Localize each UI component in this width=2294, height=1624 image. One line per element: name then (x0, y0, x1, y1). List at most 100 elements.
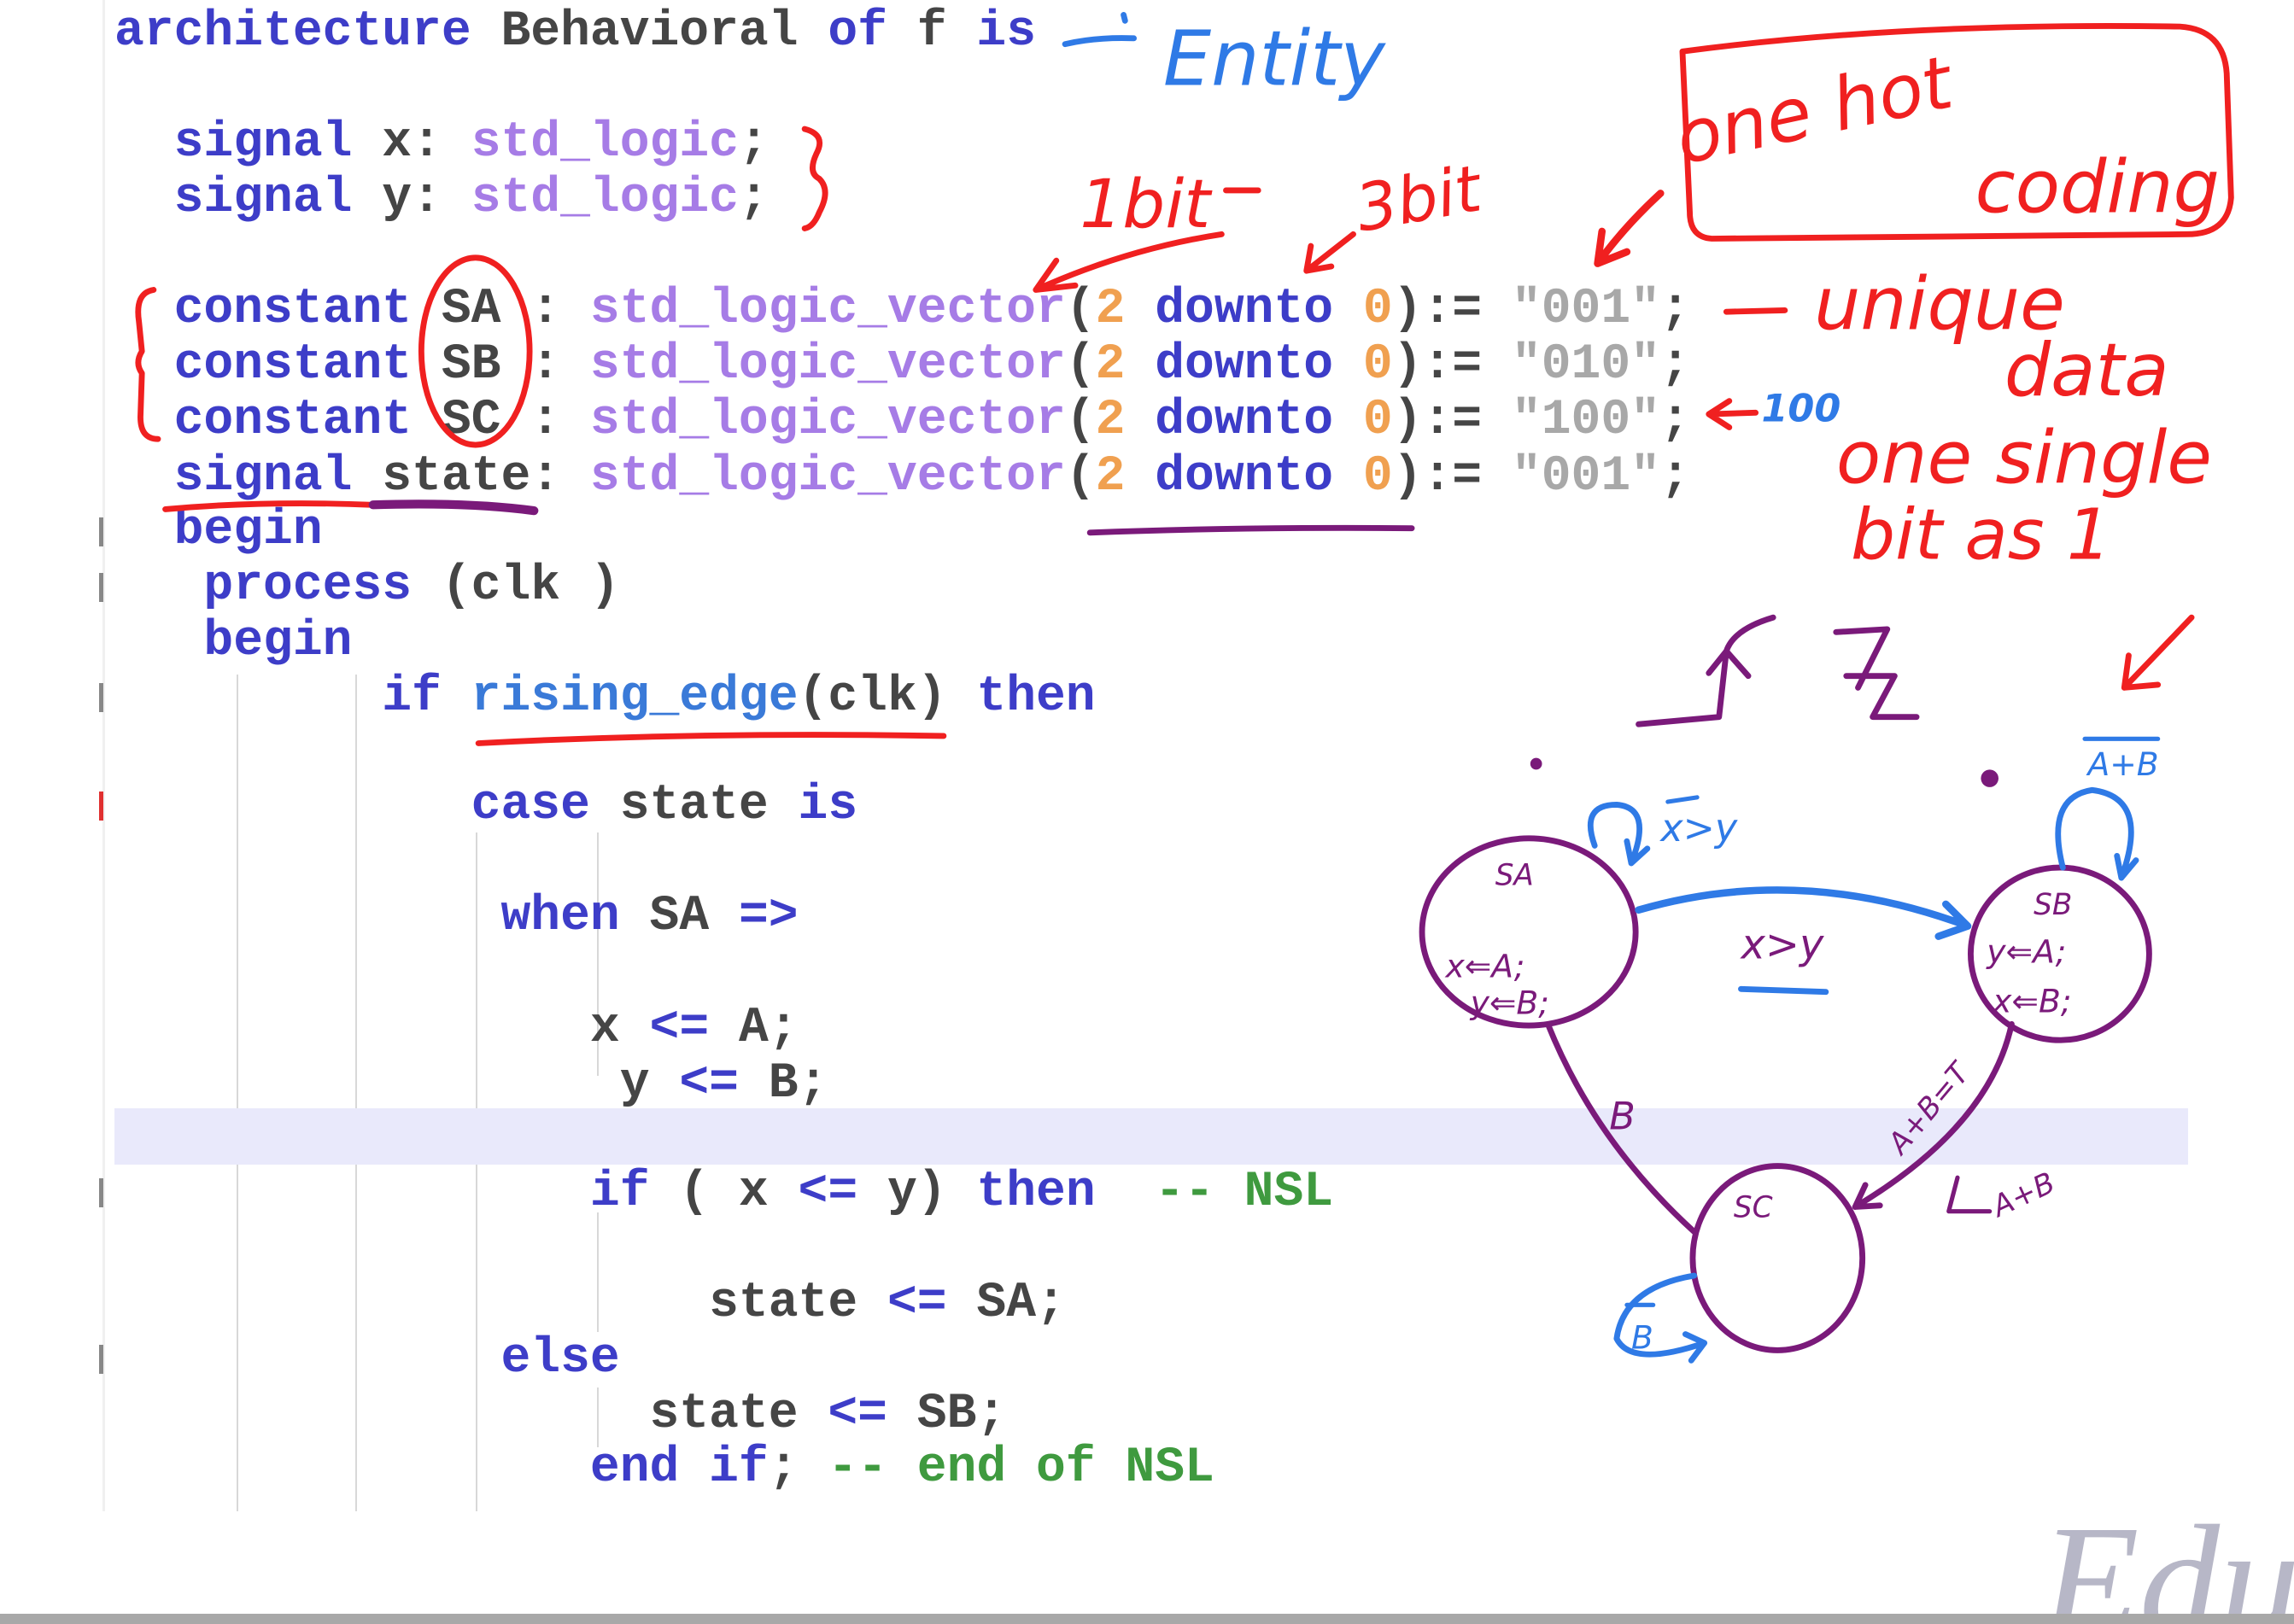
code-token-kw: if (114, 1165, 650, 1220)
code-line[interactable]: begin (114, 503, 323, 559)
unique-note: unique (1814, 262, 2065, 348)
code-token-type: std_logic_vector (589, 449, 1066, 505)
code-token-id: ( (1065, 337, 1096, 393)
code-line[interactable]: when SA => (114, 889, 798, 945)
code-token-id: ( (1065, 282, 1096, 337)
fold-marker[interactable] (99, 517, 103, 546)
code-token-id: ):= (1392, 449, 1512, 505)
code-token-num: 2 (1095, 337, 1126, 393)
code-line[interactable]: if ( x <= y) then -- NSL (114, 1165, 1333, 1221)
code-token-kw: <= (887, 1276, 947, 1331)
sc-self-label: B (1631, 1319, 1653, 1357)
code-token-kw: downto (1125, 337, 1363, 393)
bit-as-one-note: bit as 1 (1851, 495, 2111, 576)
code-token-id: state (114, 1276, 887, 1331)
code-line[interactable]: architecture Behavioral of f is (114, 4, 1036, 61)
arrow-icon (1706, 398, 1759, 430)
code-token-kw: then (976, 669, 1096, 725)
code-line[interactable]: constant SA : std_logic_vector(2 downto … (114, 282, 1690, 338)
code-token-id: SB : (412, 337, 590, 393)
code-token-id: (clk ) (412, 558, 620, 614)
code-token-id: ):= (1392, 282, 1512, 337)
state-sa-action: x⇐A; (1444, 948, 1524, 985)
code-token-id: ( (1065, 393, 1096, 448)
code-token-id: B; (738, 1056, 828, 1112)
code-token-cm: -- NSL (1095, 1165, 1334, 1220)
state-sb-action: y⇐A; (1986, 932, 2066, 970)
code-line[interactable]: constant SC : std_logic_vector(2 downto … (114, 393, 1690, 449)
code-token-num: 0 (1362, 282, 1393, 337)
code-token-kw: begin (114, 503, 323, 558)
code-token-kw: begin (114, 614, 353, 669)
code-token-id: A; (709, 1001, 799, 1056)
breakpoint-marker[interactable] (99, 792, 103, 821)
code-line[interactable]: if rising_edge(clk) then (114, 669, 1096, 726)
code-line[interactable]: signal y: std_logic; (114, 171, 769, 227)
code-token-kw: is (976, 4, 1037, 60)
arrow-icon (1594, 190, 1665, 267)
code-token-kw: downto (1125, 393, 1363, 448)
code-line[interactable]: signal state: std_logic_vector(2 downto … (114, 449, 1690, 505)
fold-marker[interactable] (99, 573, 103, 602)
code-token-id: f (887, 4, 977, 60)
state-sa-action: y⇐B; (1470, 984, 1549, 1021)
code-token-kw: else (114, 1331, 620, 1387)
code-line[interactable]: begin (114, 614, 352, 670)
code-token-id: ; (738, 171, 769, 226)
code-token-str: "001" (1511, 449, 1660, 505)
data-note: data (2004, 328, 2169, 413)
code-token-id: state (589, 778, 799, 833)
code-token-type: std_logic_vector (589, 337, 1066, 393)
arrow-icon (1033, 187, 1261, 293)
code-line[interactable]: case state is (114, 778, 858, 834)
current-line-highlight (114, 1108, 2188, 1165)
code-token-kw: constant (114, 337, 413, 393)
dash-mark (1723, 307, 1788, 315)
sc-self-loop (1613, 1272, 1708, 1364)
code-line[interactable]: state <= SB; (114, 1387, 1007, 1443)
watermark: Edu (2039, 1492, 2294, 1624)
one-single-note: one single (1836, 416, 2212, 501)
fold-marker[interactable] (99, 683, 103, 712)
code-line[interactable]: process (clk ) (114, 558, 620, 615)
code-line[interactable]: signal x: std_logic; (114, 115, 769, 172)
underline (368, 499, 539, 516)
one-hot-box (1679, 23, 2234, 242)
code-token-id: ( x (649, 1165, 799, 1220)
editor-gutter (102, 0, 105, 1511)
code-token-kw: when (114, 889, 620, 944)
code-token-kw: downto (1125, 449, 1363, 505)
code-token-num: 2 (1095, 449, 1126, 505)
right-brace (801, 126, 828, 231)
code-token-kw: is (798, 778, 858, 833)
code-token-num: 2 (1095, 393, 1126, 448)
code-token-kw: <= (679, 1056, 739, 1112)
waveform-sketch (1833, 626, 1920, 721)
code-line[interactable]: state <= SA; (114, 1276, 1066, 1332)
code-token-id: ; (738, 115, 769, 171)
code-token-cm: -- end of NSL (798, 1440, 1214, 1496)
fold-marker[interactable] (99, 1345, 103, 1374)
code-line[interactable]: end if; -- end of NSL (114, 1440, 1214, 1497)
fold-marker[interactable] (99, 1178, 103, 1207)
code-line[interactable]: x <= A; (114, 1001, 799, 1057)
underline (1086, 524, 1415, 536)
state-sa (1419, 835, 1639, 1029)
arrow-icon (1303, 231, 1356, 274)
code-token-id: ):= (1392, 393, 1512, 448)
code-token-id: ):= (1392, 337, 1512, 393)
code-token-id: ; (1659, 337, 1690, 393)
code-token-num: 2 (1095, 282, 1126, 337)
code-token-kw: constant (114, 393, 413, 448)
code-token-kw: if (114, 669, 471, 725)
overline (1665, 795, 1700, 804)
code-token-num: 0 (1362, 337, 1393, 393)
code-token-str: "010" (1511, 337, 1660, 393)
sa-to-sb-arrow (1635, 886, 1972, 940)
code-line[interactable]: constant SB : std_logic_vector(2 downto … (114, 337, 1690, 394)
code-line[interactable]: y <= B; (114, 1056, 828, 1113)
code-line[interactable]: else (114, 1331, 620, 1387)
code-token-kw: architecture (114, 4, 471, 60)
three-bit-note: 3bit (1350, 150, 1489, 246)
code-token-fn: rising_edge (471, 669, 799, 725)
